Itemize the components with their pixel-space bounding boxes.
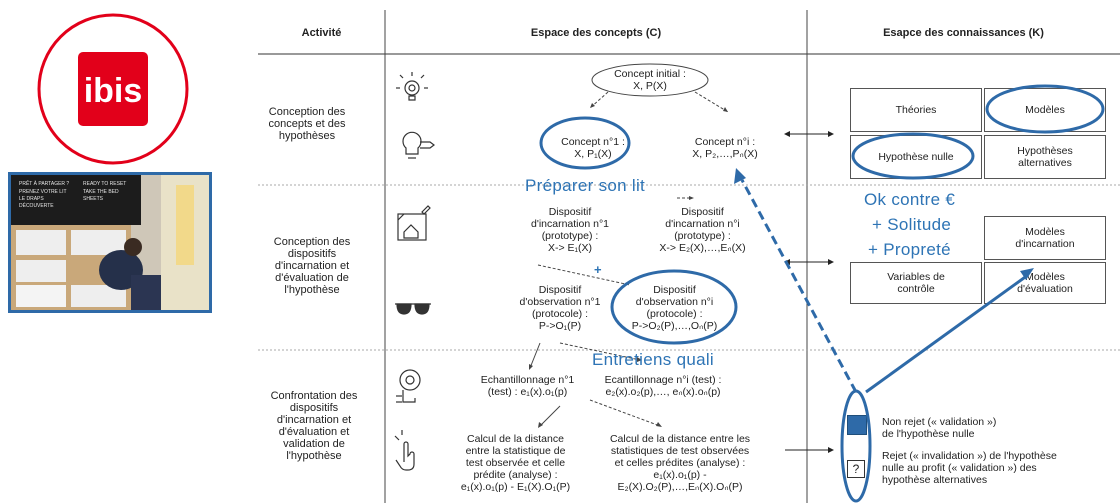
head-brain-icon bbox=[396, 369, 421, 403]
annotation-solitude: + Solitude bbox=[872, 215, 952, 234]
hotel-photo: PRÊT À PARTAGER ? PRENEZ VOTRE LIT LE DR… bbox=[8, 172, 212, 313]
concept-initial: Concept initial :X, P(X) bbox=[614, 68, 686, 92]
concept-i: Concept n°i :X, P₂,…,Pₙ(X) bbox=[692, 136, 758, 160]
annotation-ok-contre: Ok contre € bbox=[864, 190, 956, 209]
lightbulb-hand-icon bbox=[402, 131, 435, 159]
plus-sign: + bbox=[594, 262, 602, 277]
annotation-entretiens-quali: Entretiens quali bbox=[592, 350, 714, 369]
question-box-icon: ? bbox=[847, 460, 865, 478]
board-line-7: SHEETS bbox=[83, 196, 104, 202]
annotation-preparer-lit: Préparer son lit bbox=[525, 176, 646, 195]
row-label-1: Conception des concepts et des hypothèse… bbox=[268, 106, 346, 142]
highlight-outcomes bbox=[840, 389, 872, 503]
concept-1: Concept n°1 :X, P₁(X) bbox=[561, 136, 625, 160]
header-concepts: Espace des concepts (C) bbox=[530, 27, 662, 39]
highlight-concept-1 bbox=[539, 116, 631, 170]
non-rejet-square-icon bbox=[847, 415, 867, 435]
logo-text: ibis bbox=[84, 72, 143, 110]
solid-arrow-up bbox=[865, 273, 1029, 394]
board-line-4: DÉCOUVERTE bbox=[19, 202, 54, 209]
highlight-hypothese-nulle bbox=[851, 132, 975, 180]
glasses-icon bbox=[395, 303, 431, 315]
ibis-logo: ibis bbox=[36, 12, 190, 166]
non-rejet-text: Non rejet (« validation »)de l'hypothèse… bbox=[882, 416, 997, 440]
concept-initial-ellipse bbox=[591, 63, 709, 97]
board-line-5: READY TO RESET bbox=[83, 181, 126, 187]
highlight-modeles bbox=[985, 84, 1105, 134]
board-line-6: TAKE THE BED bbox=[83, 189, 119, 195]
echantillonnage-i: Ecantillonnage n°i (test) :e₂(x).o₂(p),…… bbox=[604, 374, 722, 398]
board-line-3: LE DRAPS bbox=[19, 196, 44, 202]
row-label-2: Conception des dispositifs d'incarnation… bbox=[273, 236, 351, 296]
echantillonnage-1: Echantillonnage n°1(test) : e₁(x).o₁(p) bbox=[480, 374, 575, 398]
row-label-3: Confrontation des dispositifs d'incarnat… bbox=[270, 390, 358, 462]
dashed-arrow-up bbox=[740, 179, 858, 393]
board-line-1: PRÊT À PARTAGER ? bbox=[19, 179, 69, 187]
lightbulb-rays-icon bbox=[396, 72, 428, 101]
blueprint-house-icon bbox=[397, 205, 431, 241]
touch-hand-icon bbox=[394, 430, 415, 471]
header-activite: Activité bbox=[301, 27, 342, 39]
header-connaissances: Esapce des connaissances (K) bbox=[883, 27, 1044, 39]
highlight-observation-i bbox=[610, 269, 738, 345]
board-line-2: PRENEZ VOTRE LIT bbox=[19, 189, 67, 195]
annotation-proprete: + Propreté bbox=[868, 240, 951, 259]
box-theories: Théories bbox=[850, 88, 982, 132]
